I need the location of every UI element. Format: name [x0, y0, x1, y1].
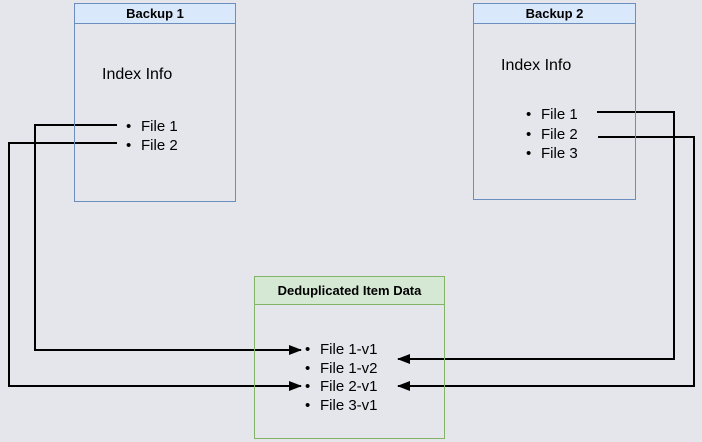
list-item: File 2-v1 — [305, 378, 378, 397]
backup2-box: Backup 2 Index Info File 1File 2File 3 — [473, 3, 636, 200]
backup2-file-list: File 1File 2File 3 — [526, 105, 578, 164]
backup1-box: Backup 1 Index Info File 1File 2 — [74, 3, 236, 202]
list-item: File 2 — [126, 137, 178, 156]
backup2-title: Backup 2 — [474, 4, 635, 24]
backup1-title: Backup 1 — [75, 4, 235, 24]
dedup-file-list: File 1-v1File 1-v2File 2-v1File 3-v1 — [305, 341, 378, 416]
list-item: File 1 — [526, 105, 578, 125]
backup1-file-list: File 1File 2 — [126, 118, 178, 155]
list-item: File 1-v2 — [305, 360, 378, 379]
list-item: File 2 — [526, 125, 578, 145]
list-item: File 3-v1 — [305, 397, 378, 416]
list-item: File 3 — [526, 144, 578, 164]
dedup-title: Deduplicated Item Data — [255, 277, 444, 305]
backup2-subtitle: Index Info — [501, 57, 572, 74]
backup1-subtitle: Index Info — [102, 66, 173, 83]
list-item: File 1-v1 — [305, 341, 378, 360]
list-item: File 1 — [126, 118, 178, 137]
deduplicated-item-data-box: Deduplicated Item Data File 1-v1File 1-v… — [254, 276, 445, 439]
